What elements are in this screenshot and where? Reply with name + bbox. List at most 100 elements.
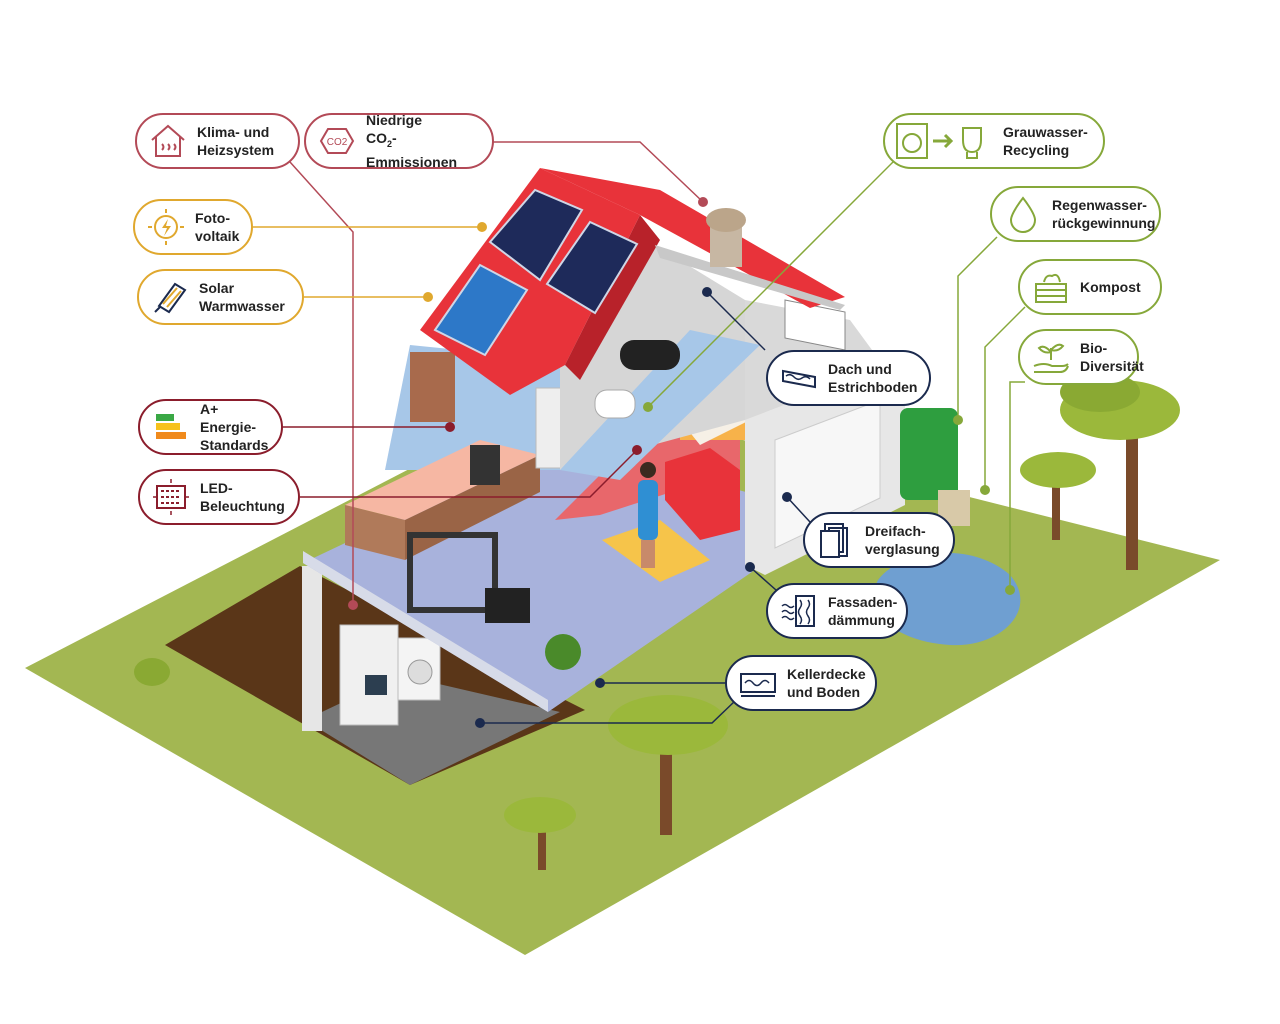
- callout-solar: Solar Warmwasser: [137, 269, 304, 325]
- leader-led: [300, 449, 638, 498]
- person-head: [640, 462, 656, 478]
- person-legs: [641, 540, 655, 568]
- callout-grau: Grauwasser- Recycling: [883, 113, 1105, 169]
- callout-led: LED- Beleuchtung: [138, 469, 300, 525]
- chimney-cap: [706, 208, 746, 232]
- dot-bio: [1005, 585, 1015, 595]
- callout-energie-label: A+ Energie- Standards: [200, 401, 269, 453]
- house-heating-icon: [151, 124, 185, 157]
- dot-keller-2: [475, 718, 485, 728]
- leader-kompost: [984, 306, 1026, 490]
- co2-icon-text: CO2: [327, 137, 348, 148]
- pv-panel-1: [488, 188, 584, 282]
- pond: [873, 552, 1021, 646]
- compost-bin-icon: [1035, 273, 1067, 303]
- wall-insulation-icon: [781, 595, 815, 627]
- roof-underside: [565, 215, 660, 380]
- callout-fassade: Fassaden- dämmung: [766, 583, 908, 639]
- leader-dach: [706, 291, 766, 351]
- sprout-hand-icon: [1033, 343, 1069, 373]
- shelf: [407, 532, 498, 613]
- lightning-sun-icon: [148, 209, 184, 245]
- bathtub: [620, 340, 680, 370]
- leader-co2: [493, 141, 704, 203]
- insulation-icon: [782, 369, 816, 389]
- leader-fassade: [749, 566, 777, 591]
- solar-thermal-panel: [433, 263, 529, 357]
- callout-keller-label: Kellerdecke und Boden: [787, 666, 866, 700]
- callout-keller: Kellerdecke und Boden: [725, 655, 877, 711]
- roof-underside-right: [655, 245, 845, 310]
- washing-machine-door: [407, 659, 433, 685]
- rug: [602, 520, 710, 582]
- tree-front-small: [504, 797, 576, 870]
- callout-foto: Foto- voltaik: [133, 199, 253, 255]
- tree-right-small: [1020, 452, 1096, 540]
- leader-regen: [957, 236, 998, 420]
- dot-klima: [348, 600, 358, 610]
- co2-label-sub: 2: [387, 138, 393, 149]
- heating-display: [365, 675, 387, 695]
- dot-grau: [643, 402, 653, 412]
- dot-kompost: [980, 485, 990, 495]
- toilet: [594, 389, 636, 419]
- leader-dreifach: [786, 496, 811, 523]
- callout-klima-label: Klima- und Heizsystem: [197, 124, 275, 158]
- co2-label-post: -Emmissionen: [366, 130, 458, 170]
- washer-to-toilet-icon: [896, 123, 982, 159]
- sofa: [665, 448, 740, 540]
- callout-dach: Dach und Estrichboden: [766, 350, 931, 406]
- basement-wall: [302, 566, 322, 731]
- dot-keller-1: [595, 678, 605, 688]
- leader-grau: [647, 161, 894, 408]
- callout-regen: Regenwasser- rückgewinnung: [990, 186, 1161, 242]
- rainwater-tank: [900, 408, 958, 500]
- water-drop-icon: [1009, 196, 1037, 233]
- attic-floor: [560, 330, 760, 480]
- callout-bio-label: Bio- Diversität: [1080, 340, 1144, 374]
- glazing-icon: [820, 523, 848, 558]
- dot-solar: [423, 292, 433, 302]
- upper-cabinets: [410, 352, 455, 422]
- tree-front: [608, 695, 728, 835]
- energy-rating-icon: [156, 414, 186, 439]
- dot-dreifach: [782, 492, 792, 502]
- callout-dach-label: Dach und Estrichboden: [828, 361, 918, 395]
- dot-regen: [953, 415, 963, 425]
- callout-solar-label: Solar Warmwasser: [199, 280, 285, 314]
- callout-regen-label: Regenwasser- rückgewinnung: [1052, 197, 1156, 231]
- co2-label-co: CO: [366, 130, 387, 147]
- dot-co2: [698, 197, 708, 207]
- stove: [470, 445, 500, 485]
- roof-ridge: [540, 168, 845, 308]
- callout-fassade-label: Fassaden- dämmung: [828, 594, 898, 628]
- tv: [485, 588, 530, 623]
- callout-dreifach: Dreifach- verglasung: [803, 512, 955, 568]
- dot-fassade: [745, 562, 755, 572]
- callout-led-label: LED- Beleuchtung: [200, 480, 285, 514]
- floor-insulation-icon: [740, 673, 776, 697]
- person-body: [638, 480, 658, 540]
- house-plant: [545, 634, 581, 670]
- dot-foto: [477, 222, 487, 232]
- solar-collector-icon: [154, 282, 187, 314]
- dot-led: [632, 445, 642, 455]
- leader-keller-2: [480, 699, 737, 724]
- slab-edge: [303, 551, 548, 712]
- callout-energie: A+ Energie- Standards: [138, 399, 283, 455]
- callout-grau-label: Grauwasser- Recycling: [1003, 124, 1088, 158]
- pv-panel-2: [545, 220, 639, 315]
- led-panel-icon: [153, 479, 189, 515]
- dot-energie: [445, 422, 455, 432]
- callout-kompost-label: Kompost: [1080, 279, 1141, 295]
- callout-dreifach-label: Dreifach- verglasung: [865, 523, 940, 557]
- leader-klima: [289, 161, 354, 605]
- leader-bio: [1009, 381, 1025, 590]
- callout-foto-label: Foto- voltaik: [195, 210, 240, 244]
- bush: [134, 658, 170, 686]
- dot-dach: [702, 287, 712, 297]
- callout-klima: Klima- und Heizsystem: [135, 113, 300, 169]
- callout-kompost: Kompost: [1018, 259, 1162, 315]
